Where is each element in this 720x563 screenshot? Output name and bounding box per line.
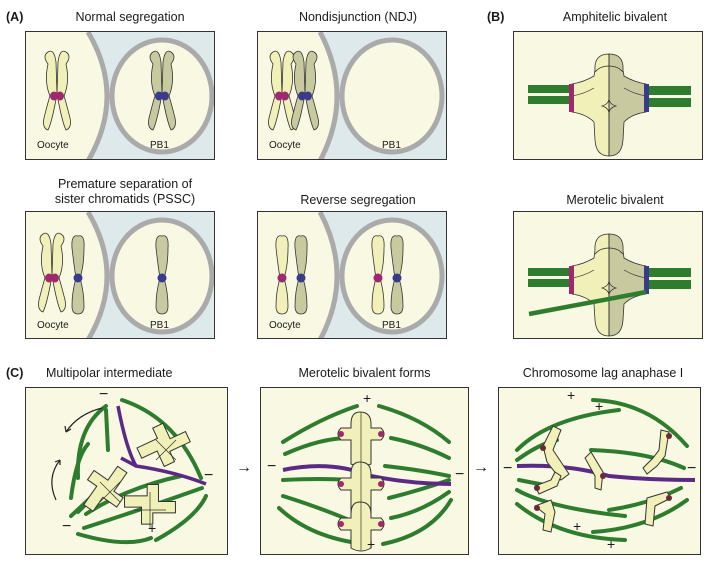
chromatids-oocyte xyxy=(275,235,308,315)
title-pssc: Premature separation of sister chromatid… xyxy=(20,177,230,207)
panel-b-letter: (B) xyxy=(487,10,505,24)
title-pssc-line1: Premature separation of xyxy=(57,177,193,191)
microtubules-right xyxy=(646,268,691,289)
oocyte-membrane xyxy=(85,212,110,338)
pole-minus: − xyxy=(99,387,109,403)
panel-merotelic xyxy=(513,211,703,339)
pole-plus: + xyxy=(567,387,576,403)
pole-minus: − xyxy=(687,460,697,477)
label-pb1: PB1 xyxy=(382,140,401,151)
pb1-membrane xyxy=(339,217,445,335)
bivalent xyxy=(337,501,385,552)
chromatid-pb1-single xyxy=(155,235,169,315)
pole-plus: + xyxy=(148,520,157,536)
pb1-membrane xyxy=(339,37,445,155)
label-oocyte: Oocyte xyxy=(269,320,301,331)
merotelic-microtubule xyxy=(116,405,207,486)
title-nondisjunction: Nondisjunction (NDJ) xyxy=(298,10,418,24)
panel-multipolar: − − − + xyxy=(25,387,228,555)
panel-pssc: Oocyte PB1 xyxy=(25,211,215,339)
label-oocyte: Oocyte xyxy=(37,320,69,331)
pssc-drawing xyxy=(26,212,214,338)
normal-segregation-drawing xyxy=(26,32,214,159)
chromosome-lag-drawing xyxy=(499,388,700,554)
pole-plus: + xyxy=(607,536,616,552)
kinetochores xyxy=(534,433,672,511)
panel-reverse-segregation: Oocyte PB1 xyxy=(257,211,447,339)
title-merotelic-forms: Merotelic bivalent forms xyxy=(298,366,431,380)
panel-merotelic-forms: + − − + xyxy=(260,387,469,555)
oocyte-membrane xyxy=(85,32,110,159)
title-multipolar: Multipolar intermediate xyxy=(46,366,173,380)
microtubules-left xyxy=(528,85,572,104)
transition-arrow: → xyxy=(236,459,252,476)
pole-plus: + xyxy=(367,536,376,552)
merotelic-drawing xyxy=(514,212,702,338)
title-merotelic: Merotelic bivalent xyxy=(566,193,664,207)
bivalent xyxy=(337,411,385,467)
panel-c-letter: (C) xyxy=(6,366,24,380)
pole-minus: − xyxy=(503,460,513,477)
merotelic-microtubule xyxy=(516,463,696,482)
pole-minus: − xyxy=(62,518,72,535)
chromosome-oocyte-light xyxy=(268,50,296,131)
oocyte-membrane xyxy=(317,32,340,159)
label-oocyte: Oocyte xyxy=(269,140,301,151)
pole-minus: − xyxy=(267,458,277,475)
bivalent-bottom xyxy=(124,484,176,528)
multipolar-drawing xyxy=(26,388,227,554)
title-chromosome-lag: Chromosome lag anaphase I xyxy=(522,366,684,380)
title-pssc-line2: sister chromatids (PSSC) xyxy=(54,192,196,206)
chromosome-pb1 xyxy=(148,50,176,131)
chromatids-pb1 xyxy=(371,235,404,315)
transition-arrow: → xyxy=(473,459,489,476)
reverse-segregation-drawing xyxy=(258,212,446,338)
microtubules-right xyxy=(646,86,691,107)
label-oocyte: Oocyte xyxy=(37,140,69,151)
title-reverse-segregation: Reverse segregation xyxy=(300,193,416,207)
merotelic-microtubule xyxy=(528,289,647,317)
title-normal-segregation: Normal segregation xyxy=(75,10,185,24)
nondisjunction-drawing xyxy=(258,32,446,159)
chromosome-oocyte xyxy=(43,50,71,131)
amphitelic-drawing xyxy=(514,32,702,159)
chromosome-oocyte-dark xyxy=(291,50,319,131)
pole-plus: + xyxy=(595,398,604,414)
pole-plus: + xyxy=(573,518,582,534)
univalents xyxy=(534,425,672,533)
pole-plus: + xyxy=(363,390,372,406)
bivalent-center xyxy=(83,465,128,512)
chromosome-oocyte-bivalent xyxy=(38,232,66,313)
panel-normal-segregation: Oocyte PB1 xyxy=(25,31,215,160)
label-pb1: PB1 xyxy=(150,140,169,151)
panel-amphitelic xyxy=(513,31,703,160)
bivalent-amphitelic xyxy=(569,53,649,157)
panel-nondisjunction: Oocyte PB1 xyxy=(257,31,447,160)
chromatid-oocyte-single xyxy=(71,235,85,315)
merotelic-forms-drawing xyxy=(261,388,468,554)
label-pb1: PB1 xyxy=(150,320,169,331)
microtubules-left xyxy=(528,268,572,287)
label-pb1: PB1 xyxy=(382,320,401,331)
panel-chromosome-lag: + + − − + + xyxy=(498,387,701,555)
pole-minus: − xyxy=(204,467,214,484)
bivalent-merotelic xyxy=(569,233,649,337)
bivalent-top xyxy=(136,422,191,468)
panel-a-letter: (A) xyxy=(6,10,24,24)
oocyte-membrane xyxy=(317,212,340,338)
title-amphitelic: Amphitelic bivalent xyxy=(562,10,668,24)
rotation-arrows xyxy=(51,407,103,501)
pole-minus: − xyxy=(455,466,465,483)
